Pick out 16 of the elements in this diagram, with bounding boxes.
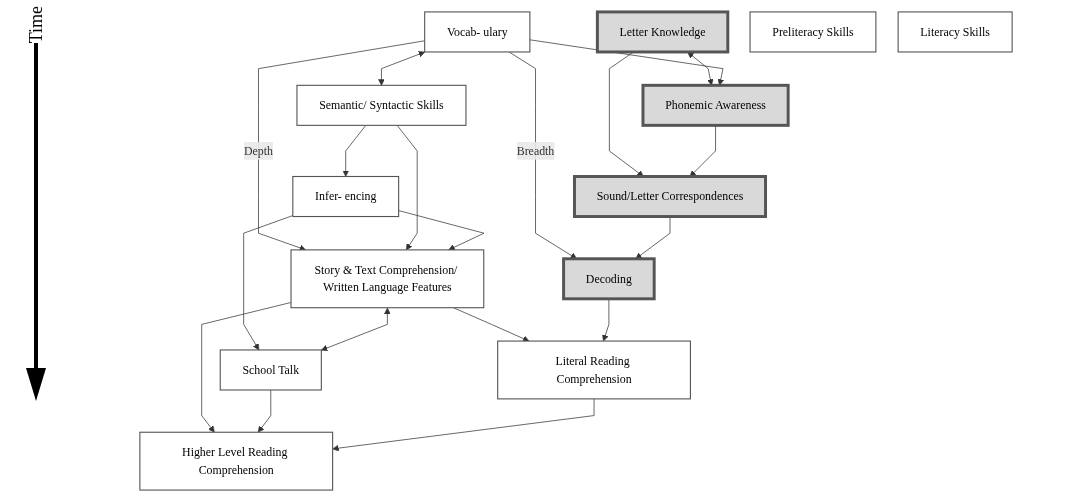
node-box: Infer- encing	[292, 175, 400, 218]
node-box: Vocab- ulary	[424, 11, 531, 53]
node-box: Preliteracy Skills	[749, 11, 877, 53]
axis-label: Time	[25, 6, 47, 44]
node-box: Literal Reading Comprehension	[497, 340, 691, 400]
node-box: Letter Knowledge	[595, 10, 730, 54]
node-box: Sound/Letter Correspondences	[573, 175, 767, 218]
node-box: Decoding	[562, 257, 656, 301]
node-box: Literacy Skills	[897, 11, 1013, 53]
node-box: School Talk	[219, 349, 322, 391]
node-box: Semantic/ Syntactic Skills	[296, 84, 467, 126]
node-box: Phonemic Awareness	[641, 83, 790, 127]
edge-label: Breadth	[516, 144, 555, 157]
node-box: Story & Text Comprehension/ Written Language Features	[290, 249, 485, 309]
edge-label: Depth	[244, 144, 273, 157]
node-box: Higher Level Reading Comprehension	[139, 431, 334, 491]
